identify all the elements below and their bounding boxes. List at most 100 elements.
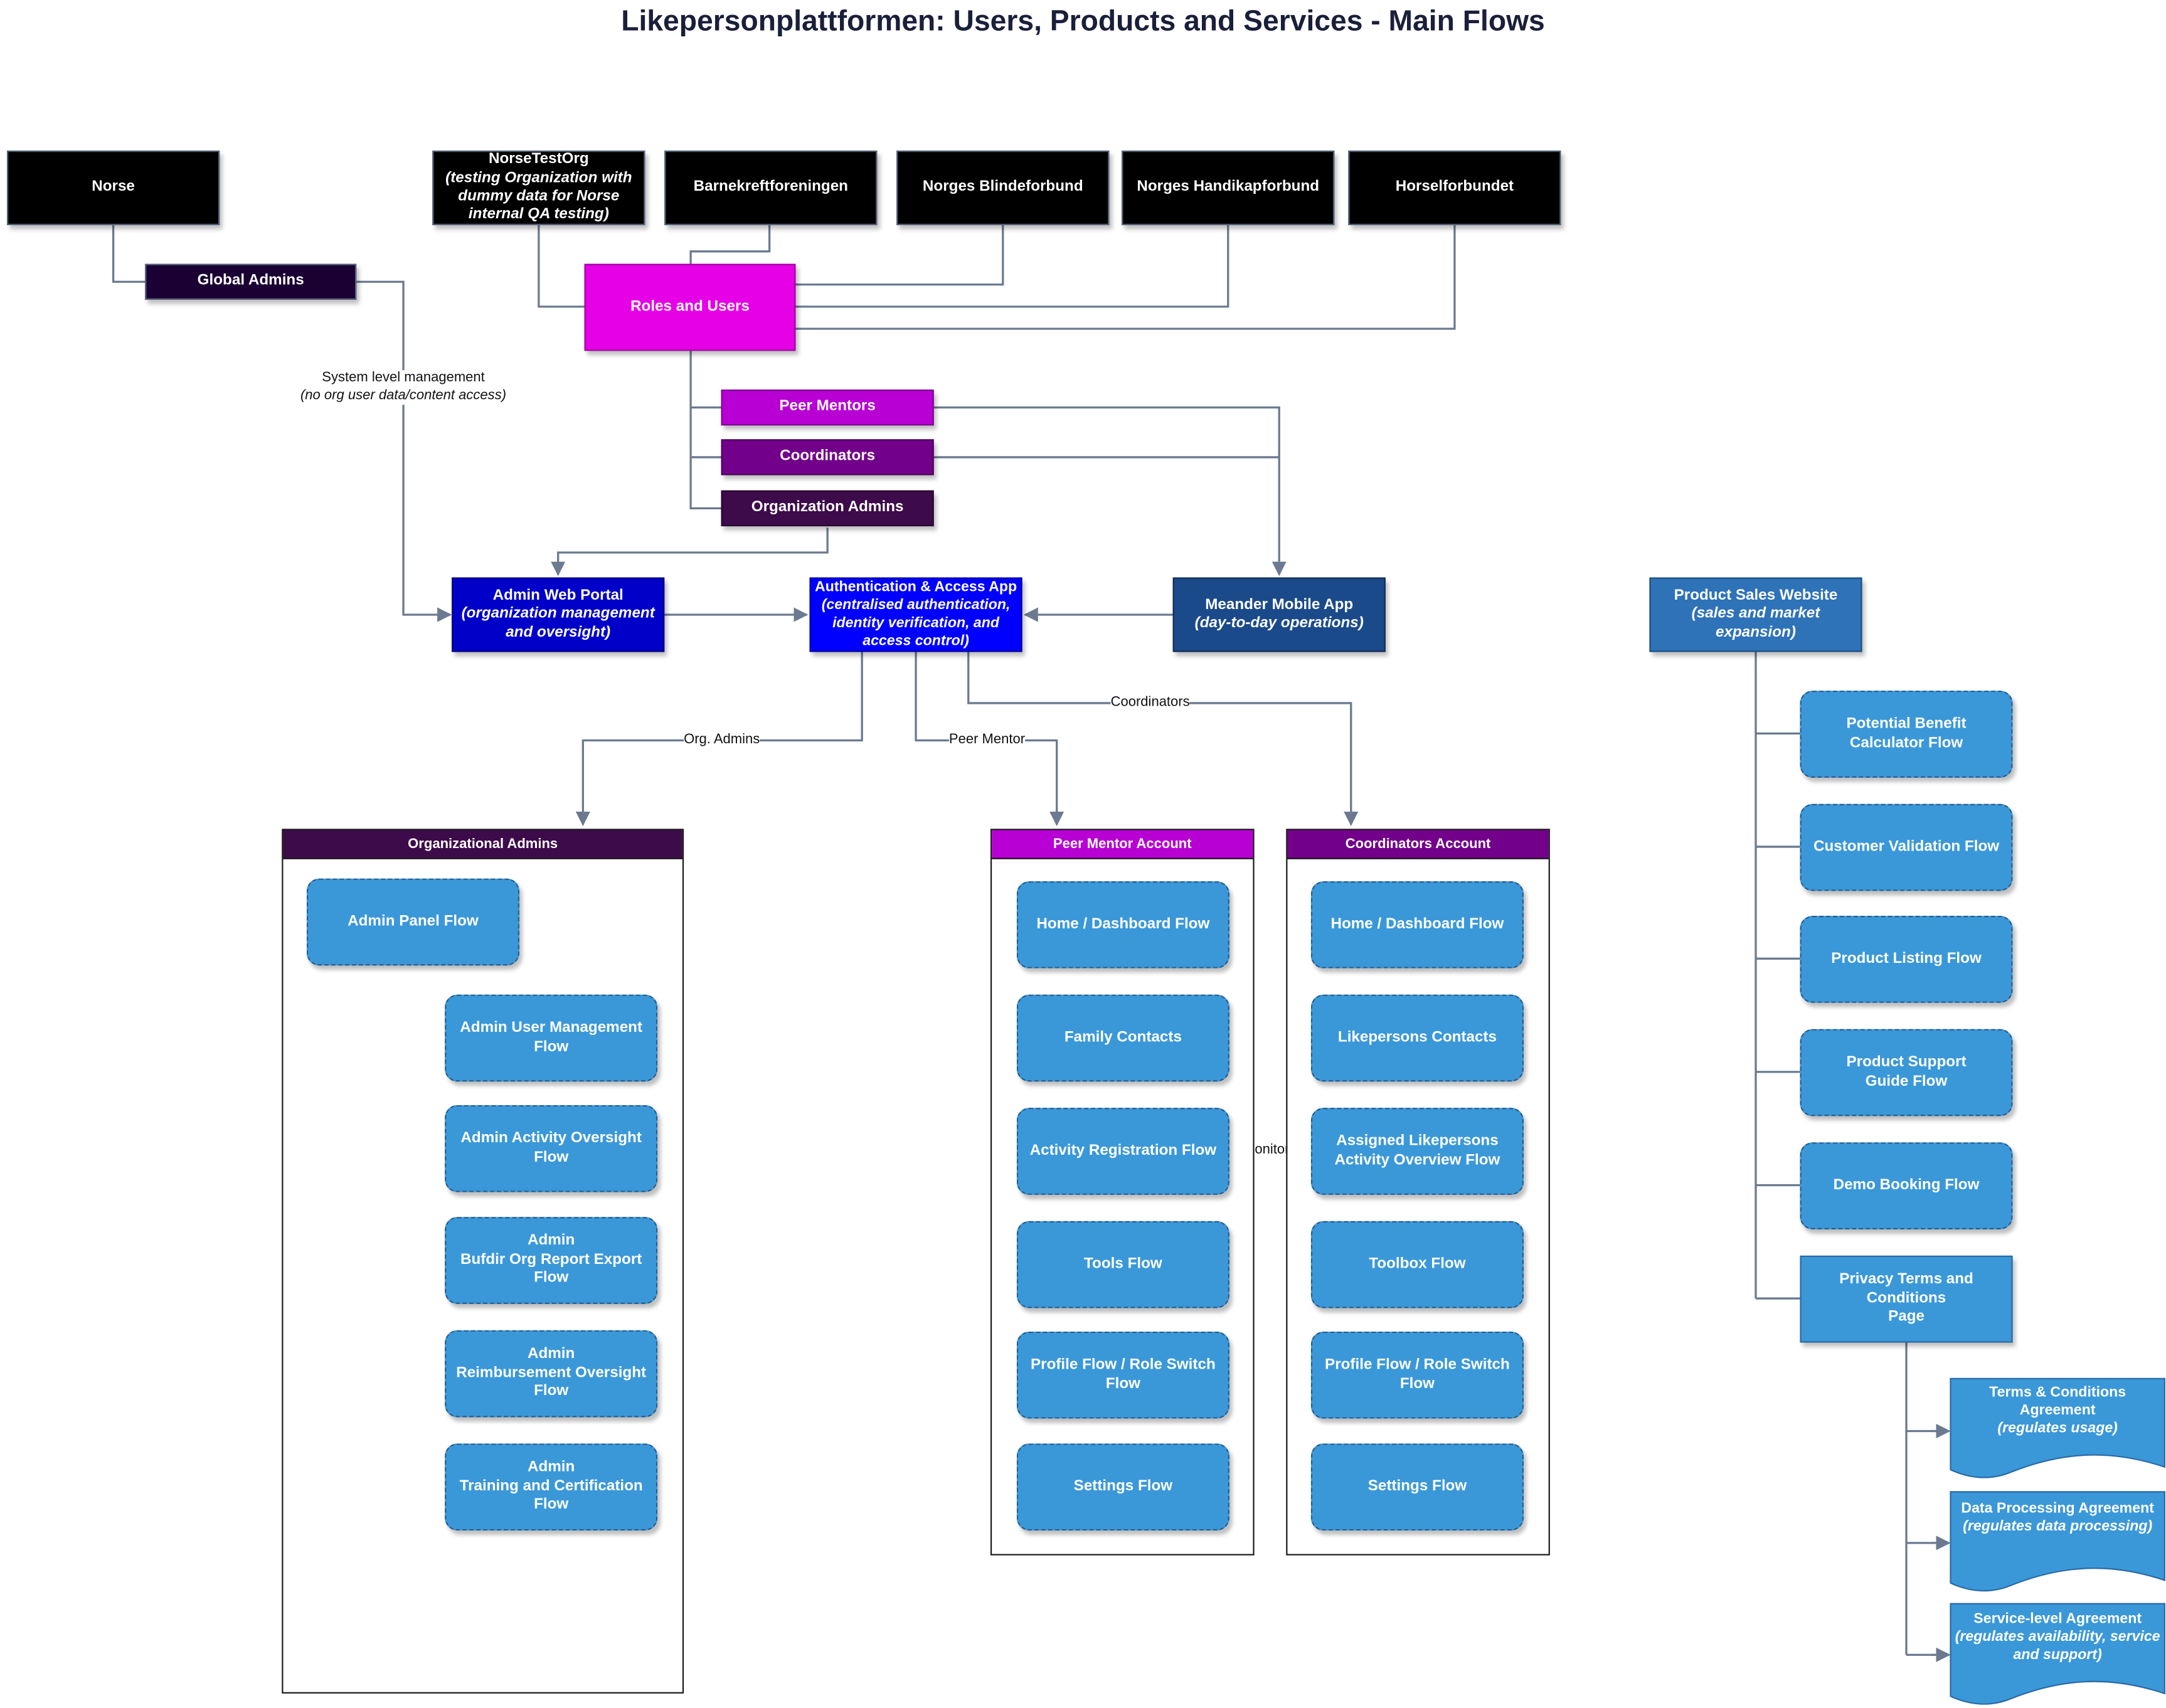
edge-global-admins-admin-portal	[356, 280, 452, 622]
org-horselforbundet: Horselforbundet	[1348, 151, 1561, 225]
org-admins-header: Organizational Admins	[283, 830, 682, 859]
peer-mentor-flow-2-l1: Family Contacts	[1064, 1029, 1182, 1046]
edge-horsel-roles	[795, 225, 1456, 330]
edge-norse-global-admins	[112, 225, 146, 283]
agreement-document-title: Terms & Conditions Agreement	[1989, 1384, 2126, 1419]
privacy-terms-page[interactable]: Privacy Terms and Conditions Page	[1800, 1255, 2013, 1343]
auth-access-app-box: Authentication & Access App (centralised…	[809, 577, 1022, 652]
edge-auth-coordinators	[967, 652, 1359, 827]
coordinator-flow-6-l1: Settings Flow	[1367, 1477, 1467, 1495]
admin-flow-2-l1: Admin Activity Oversight	[460, 1130, 642, 1147]
admin-panel-flow[interactable]: Admin Panel Flow	[306, 878, 520, 966]
sales-flow-1-l2: Calculator Flow	[1849, 734, 1963, 751]
org-blindeforbund-label: Norges Blindeforbund	[922, 178, 1083, 196]
coordinators-box: Coordinators	[721, 439, 934, 475]
peer-mentor-flow-6[interactable]: Settings Flow	[1016, 1443, 1229, 1531]
coordinator-flow-6[interactable]: Settings Flow	[1310, 1443, 1524, 1531]
auth-access-app-title: Authentication & Access App	[815, 579, 1017, 597]
admin-flow-3-l1: Admin	[527, 1233, 575, 1249]
coordinator-flow-4[interactable]: Toolbox Flow	[1310, 1221, 1524, 1308]
admin-flow-3-l3: Flow	[534, 1270, 569, 1286]
org-norse: Norse	[7, 151, 220, 225]
peer-mentor-flow-1-l1: Home / Dashboard Flow	[1036, 915, 1210, 933]
agreement-document-3[interactable]: Service-level Agreement(regulates availa…	[1952, 1611, 2163, 1664]
sales-flow-1-l1: Potential Benefit	[1846, 715, 1967, 733]
edge-label-system-management-text: System level management	[322, 370, 485, 386]
admin-web-portal-title: Admin Web Portal	[492, 586, 624, 604]
edge-blinde-roles	[795, 225, 1004, 286]
admin-flow-5-l2: Training and Certification	[459, 1477, 643, 1495]
agreement-document-1[interactable]: Terms & Conditions Agreement(regulates u…	[1952, 1384, 2163, 1438]
sales-flow-2-l1: Customer Validation Flow	[1813, 838, 2000, 855]
edge-barnekreft-roles	[689, 225, 771, 264]
global-admins-box: Global Admins	[145, 263, 357, 300]
doc-shape-sla	[1950, 1603, 2165, 1705]
agreement-document-2[interactable]: Data Processing Agreement(regulates data…	[1952, 1500, 2163, 1536]
sales-flow-3[interactable]: Product Listing Flow	[1800, 916, 2013, 1003]
peer-mentor-flow-5-l2: Flow	[1105, 1375, 1140, 1392]
edge-handikap-roles	[795, 225, 1229, 308]
edge-label-coordinators: Coordinators	[1110, 694, 1190, 713]
peer-mentor-flow-3-l1: Activity Registration Flow	[1029, 1142, 1217, 1159]
edge-sales-tree	[1755, 652, 1800, 1300]
peer-mentor-flow-4-l1: Tools Flow	[1084, 1255, 1162, 1272]
coordinator-flow-3-l2: Activity Overview Flow	[1334, 1151, 1500, 1168]
peer-mentor-flow-5-l1: Profile Flow / Role Switch	[1030, 1356, 1216, 1374]
sales-flow-4-l1: Product Support	[1846, 1054, 1967, 1071]
sales-flow-5[interactable]: Demo Booking Flow	[1800, 1142, 2013, 1229]
edge-peer-meander	[933, 406, 1287, 576]
sales-flow-5-l1: Demo Booking Flow	[1833, 1176, 1980, 1194]
roles-and-users-box: Roles and Users	[584, 263, 796, 351]
peer-mentors-label: Peer Mentors	[779, 398, 876, 415]
peer-mentor-flow-2[interactable]: Family Contacts	[1016, 994, 1229, 1082]
peer-mentor-flow-1[interactable]: Home / Dashboard Flow	[1016, 881, 1229, 968]
admin-flow-4-l3: Flow	[534, 1382, 569, 1400]
org-horselforbundet-label: Horselforbundet	[1395, 178, 1514, 196]
admin-flow-1-l1: Admin User Management	[460, 1019, 643, 1036]
admin-flow-1-l2: Flow	[534, 1037, 569, 1055]
peer-mentor-flow-6-l1: Settings Flow	[1073, 1477, 1173, 1495]
coordinator-flow-2[interactable]: Likepersons Contacts	[1310, 994, 1524, 1082]
coordinator-flow-5-l2: Flow	[1399, 1375, 1435, 1392]
admin-web-portal-box: Admin Web Portal (organization managemen…	[452, 577, 665, 652]
admin-web-portal-note: (organization management and oversight)	[461, 605, 655, 641]
agreement-document-note: (regulates data processing)	[1963, 1517, 2153, 1535]
privacy-terms-page-l3: Page	[1888, 1308, 1924, 1325]
edge-privacy-docs	[1905, 1342, 1948, 1656]
peer-mentor-flow-3[interactable]: Activity Registration Flow	[1016, 1108, 1229, 1195]
agreement-document-title: Service-level Agreement	[1973, 1610, 2142, 1628]
org-norse-label: Norse	[92, 178, 135, 196]
coordinator-flow-2-l1: Likepersons Contacts	[1337, 1029, 1497, 1046]
admin-flow-4-l2: Reimbursement Oversight	[456, 1364, 647, 1381]
peer-mentors-box: Peer Mentors	[721, 390, 934, 426]
edge-label-system-management-note: (no org user data/content access)	[300, 387, 507, 403]
coordinator-flow-1-l1: Home / Dashboard Flow	[1330, 915, 1504, 933]
doc-shape-terms	[1950, 1377, 2165, 1478]
agreement-document-note: (regulates usage)	[1997, 1419, 2118, 1436]
sales-flow-2[interactable]: Customer Validation Flow	[1800, 804, 2013, 891]
privacy-terms-page-l2: Conditions	[1866, 1290, 1946, 1307]
org-handikapforbund: Norges Handikapforbund	[1122, 151, 1335, 225]
coordinator-flow-4-l1: Toolbox Flow	[1369, 1255, 1466, 1272]
edge-orgadmins-portal	[551, 528, 829, 576]
agreement-document-title: Data Processing Agreement	[1961, 1500, 2154, 1517]
org-norsetestorg-title: NorseTestOrg	[488, 151, 589, 167]
edge-label-peer-mentor: Peer Mentor	[948, 732, 1026, 750]
auth-access-app-note: (centralised authentication, identity ve…	[821, 597, 1011, 649]
peer-mentor-flow-4[interactable]: Tools Flow	[1016, 1221, 1229, 1308]
doc-shape-dpa	[1950, 1491, 2165, 1592]
organization-admins-box: Organization Admins	[721, 490, 934, 527]
coordinator-flow-1[interactable]: Home / Dashboard Flow	[1310, 881, 1524, 968]
sales-flow-3-l1: Product Listing Flow	[1831, 950, 1982, 967]
